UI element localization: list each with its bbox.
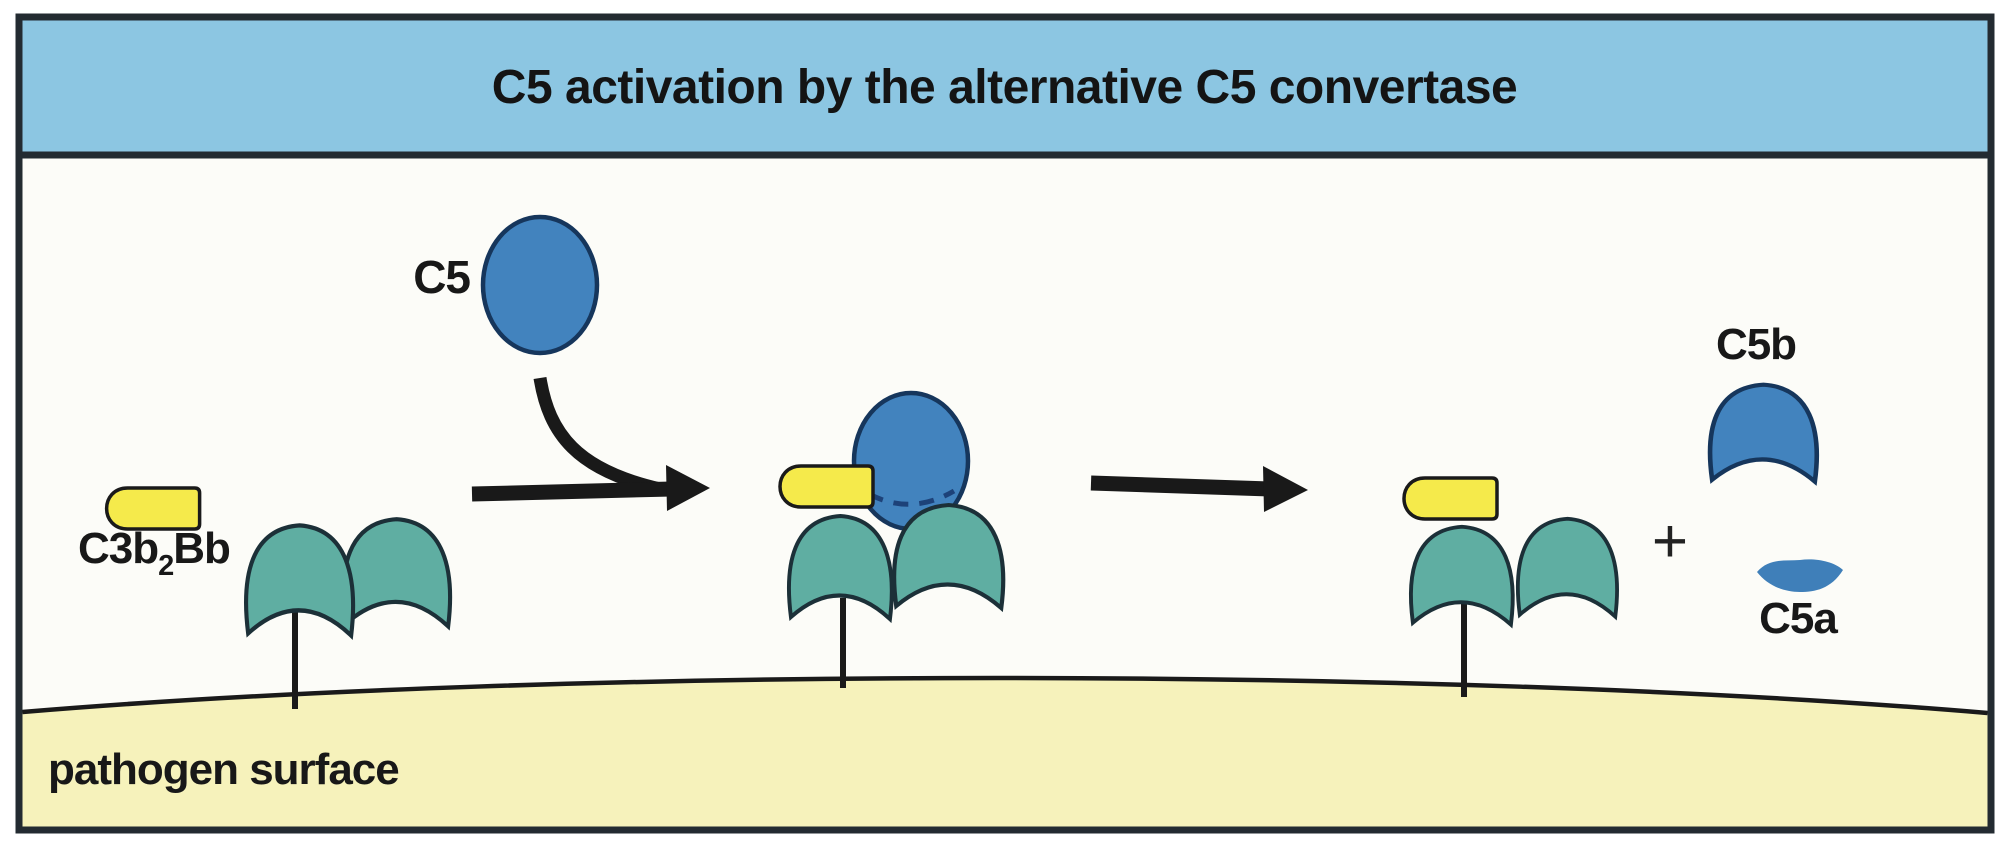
diagram-title: C5 activation by the alternative C5 conv…: [491, 61, 1518, 114]
pathogen-surface-label: pathogen surface: [48, 745, 400, 794]
pathogen-surface-edge: [22, 675, 1988, 716]
bb-fragment-icon: [104, 486, 202, 531]
cleavage-dashed-line-icon: [867, 488, 956, 507]
complex-label-main: C3b: [78, 524, 159, 573]
convertase-complex-1: [104, 486, 450, 709]
c5b-label: C5b: [1715, 320, 1797, 369]
c5-join-arrow-icon: [533, 376, 662, 496]
pathogen-surface-shape: [22, 678, 1988, 827]
convertase-complex-3: [1402, 476, 1619, 697]
reaction-arrow-1-icon: [471, 465, 710, 511]
bb-fragment-icon: [1402, 476, 1499, 521]
c5a-label: C5a: [1759, 594, 1838, 643]
title-bar: [22, 20, 1988, 152]
complex-label-suffix: Bb: [173, 524, 231, 573]
complex-label-subscript: 2: [158, 550, 174, 582]
bb-fragment-icon: [778, 464, 875, 509]
reaction-arrow-2-icon: [1090, 466, 1308, 512]
frame-border: [15, 13, 1995, 834]
plus-sign: +: [1651, 507, 1689, 576]
c5-molecule-icon: [480, 214, 600, 356]
c5-label: C5: [413, 251, 471, 303]
convertase-complex-label: C3b2Bb: [78, 524, 231, 582]
convertase-complex-2-with-c5: [778, 390, 1003, 688]
c5a-fragment-icon: [1757, 559, 1843, 592]
